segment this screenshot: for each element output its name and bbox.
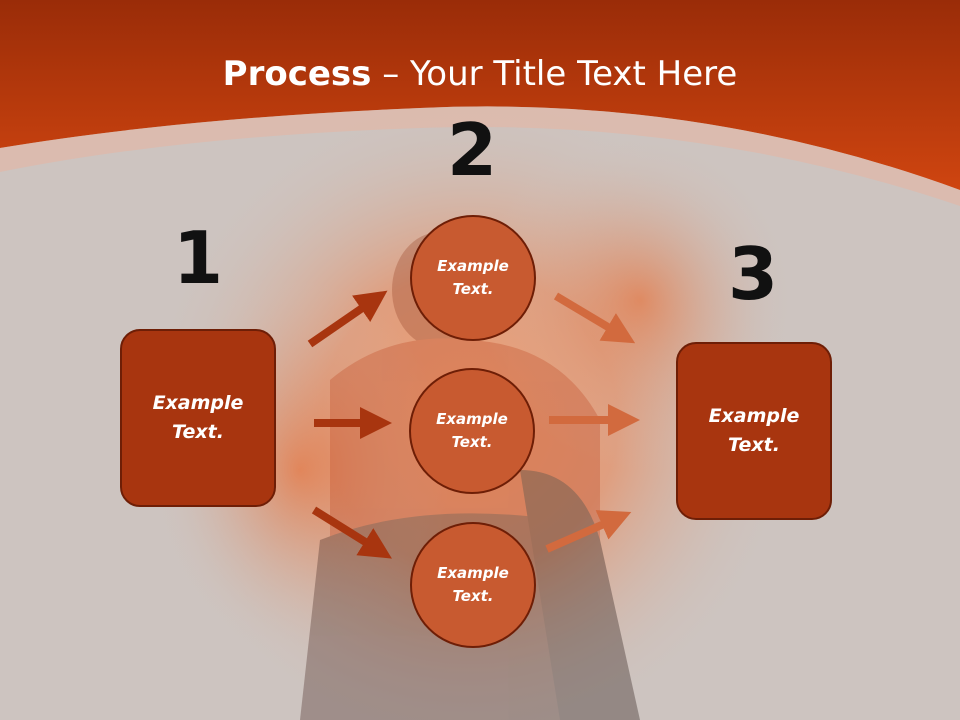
process-circle-bottom: Example Text. — [410, 522, 536, 648]
process-box-left: Example Text. — [120, 329, 276, 507]
process-circle-middle: Example Text. — [409, 368, 535, 494]
slide-title: Process – Your Title Text Here — [0, 52, 960, 96]
title-dash: – — [371, 54, 411, 94]
title-rest: Your Title Text Here — [410, 54, 738, 94]
process-circle-top: Example Text. — [410, 215, 536, 341]
process-circle-middle-text: Example Text. — [436, 410, 508, 451]
process-box-right: Example Text. — [676, 342, 832, 520]
arrow-box1-to-circle1 — [307, 290, 388, 348]
arrow-box1-to-circle3 — [311, 506, 392, 559]
arrow-circle1-to-box3 — [553, 292, 636, 344]
title-strong: Process — [222, 54, 372, 94]
step-number-3: 3 — [727, 232, 779, 316]
header-band — [0, 0, 960, 190]
arrow-circle3-to-box3 — [545, 510, 632, 553]
process-circle-bottom-text: Example Text. — [437, 564, 509, 605]
process-circle-top-text: Example Text. — [437, 257, 509, 298]
process-box-right-text: Example Text. — [708, 405, 800, 456]
process-box-left-text: Example Text. — [152, 392, 244, 443]
step-number-2: 2 — [446, 108, 498, 192]
step-number-1: 1 — [172, 216, 224, 300]
curve-stripe — [0, 106, 960, 206]
